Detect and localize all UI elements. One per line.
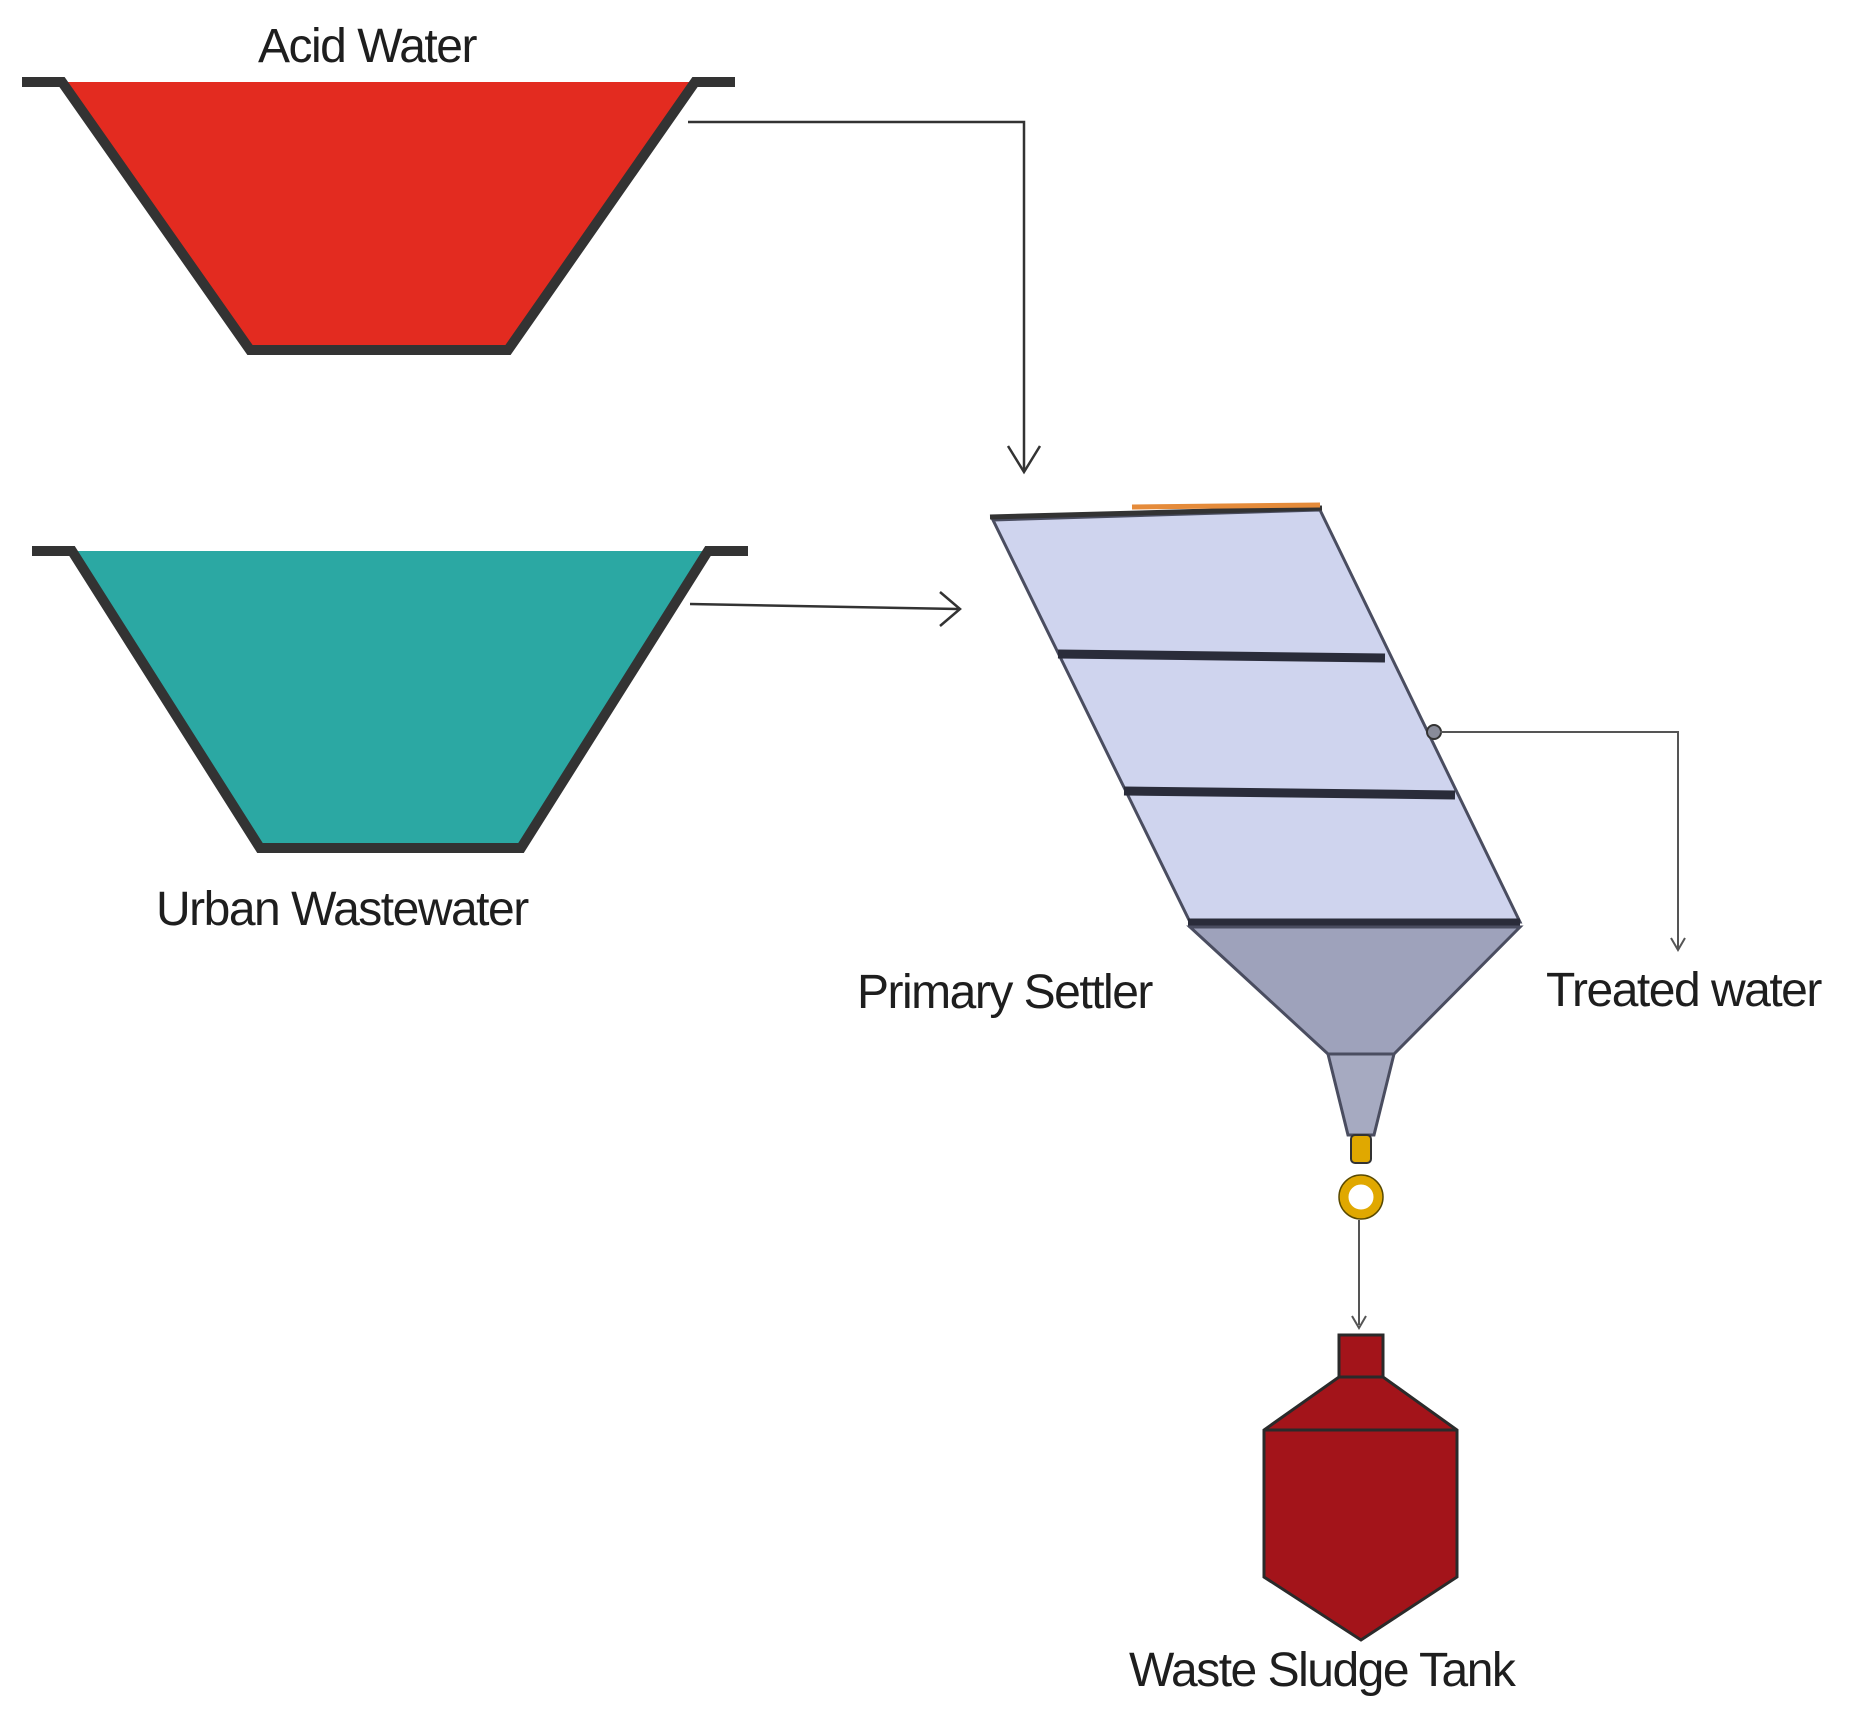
- valve-stem: [1350, 1134, 1372, 1164]
- settler-cone: [1186, 925, 1524, 1056]
- urban-wastewater-flow-arrow: [689, 591, 962, 627]
- primary-settler: [989, 502, 1524, 1137]
- settler-overflow-weir: [1131, 502, 1321, 510]
- label-urban-wastewater: Urban Wastewater: [156, 883, 529, 936]
- valve-ring-outline: [1338, 1174, 1384, 1220]
- urban-wastewater-liquid: [72, 551, 708, 848]
- label-primary-settler: Primary Settler: [857, 966, 1153, 1019]
- settler-funnel: [1326, 1052, 1396, 1137]
- acid-water-flow-arrow: [688, 120, 1042, 475]
- settler-outlet-port: [1426, 724, 1442, 740]
- settler-top-rim: [989, 505, 1323, 520]
- acid-water-basin-outline: [22, 77, 735, 355]
- settler-plate-1: [1057, 649, 1386, 663]
- tank-body: [1262, 1375, 1459, 1642]
- urban-wastewater-basin: [32, 546, 748, 853]
- valve-ring: [1339, 1175, 1383, 1219]
- label-waste-sludge-tank: Waste Sludge Tank: [1129, 1644, 1517, 1697]
- acid-water-basin: [22, 77, 735, 355]
- acid-water-liquid: [62, 82, 695, 350]
- settler-body: [990, 508, 1523, 924]
- sludge-flow-arrow: [1351, 1220, 1367, 1330]
- waste-sludge-tank: [1262, 1333, 1459, 1642]
- sludge-valve: [1338, 1134, 1384, 1220]
- label-acid-water: Acid Water: [258, 20, 477, 73]
- treated-water-flow-arrow: [1440, 731, 1686, 952]
- tank-neck: [1337, 1333, 1385, 1379]
- urban-wastewater-basin-outline: [32, 546, 748, 853]
- label-treated-water: Treated water: [1546, 964, 1822, 1017]
- settler-plate-2: [1123, 786, 1456, 800]
